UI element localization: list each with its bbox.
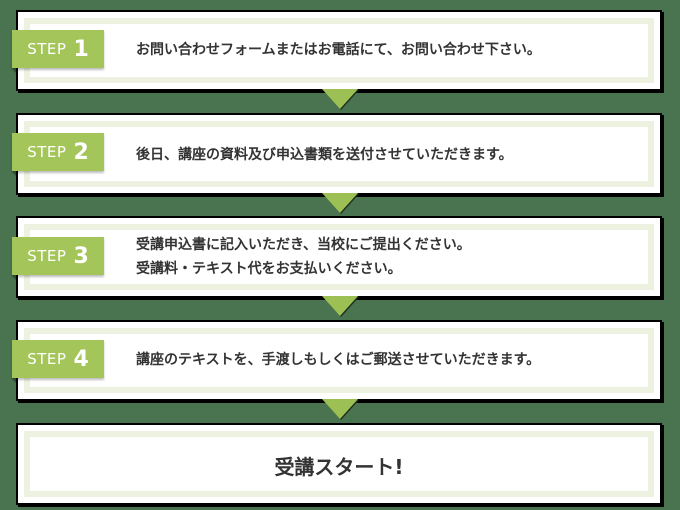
- step-word: STEP: [27, 143, 67, 161]
- step-number: 2: [73, 139, 89, 165]
- inner-band: [24, 431, 654, 497]
- step-2-text: 後日、講座の資料及び申込書類を送付させていただきます。: [136, 143, 640, 167]
- step-2-line-1: 後日、講座の資料及び申込書類を送付させていただきます。: [136, 147, 513, 163]
- inner-band: [24, 18, 654, 83]
- step-3-text: 受講申込書に記入いただき、当校にご提出ください。 受講料・テキスト代をお支払いく…: [136, 233, 640, 281]
- step-3-line-1: 受講申込書に記入いただき、当校にご提出ください。: [136, 237, 471, 253]
- start-box: 受講スタート!: [16, 423, 662, 505]
- step-1-line-1: お問い合わせフォームまたはお電話にて、お問い合わせ下さい。: [136, 42, 541, 58]
- down-arrow-icon: [322, 296, 358, 316]
- step-1-box: お問い合わせフォームまたはお電話にて、お問い合わせ下さい。: [16, 10, 662, 91]
- inner-band: [24, 121, 654, 187]
- down-arrow-icon: [322, 193, 358, 213]
- step-1-tab: STEP 1: [12, 30, 104, 73]
- step-4-box: 講座のテキストを、手渡しもしくはご郵送させていただきます。: [16, 320, 662, 401]
- step-4-text: 講座のテキストを、手渡しもしくはご郵送させていただきます。: [136, 348, 640, 372]
- down-arrow-icon: [322, 89, 358, 109]
- step-number: 1: [73, 36, 89, 62]
- step-3-box: 受講申込書に記入いただき、当校にご提出ください。 受講料・テキスト代をお支払いく…: [16, 216, 662, 298]
- step-word: STEP: [27, 40, 67, 58]
- step-2-tab: STEP 2: [12, 133, 104, 176]
- inner-band: [24, 224, 654, 290]
- step-4-line-1: 講座のテキストを、手渡しもしくはご郵送させていただきます。: [136, 352, 541, 368]
- step-number: 4: [73, 346, 89, 372]
- step-word: STEP: [27, 247, 67, 265]
- down-arrow-icon: [322, 399, 358, 419]
- inner-band: [24, 328, 654, 393]
- step-1-text: お問い合わせフォームまたはお電話にて、お問い合わせ下さい。: [136, 38, 640, 62]
- step-2-box: 後日、講座の資料及び申込書類を送付させていただきます。: [16, 113, 662, 195]
- step-3-line-2: 受講料・テキスト代をお支払いください。: [136, 261, 402, 277]
- step-3-tab: STEP 3: [12, 237, 104, 280]
- step-word: STEP: [27, 350, 67, 368]
- step-4-tab: STEP 4: [12, 340, 104, 383]
- step-number: 3: [73, 243, 89, 269]
- start-label: 受講スタート!: [274, 455, 404, 479]
